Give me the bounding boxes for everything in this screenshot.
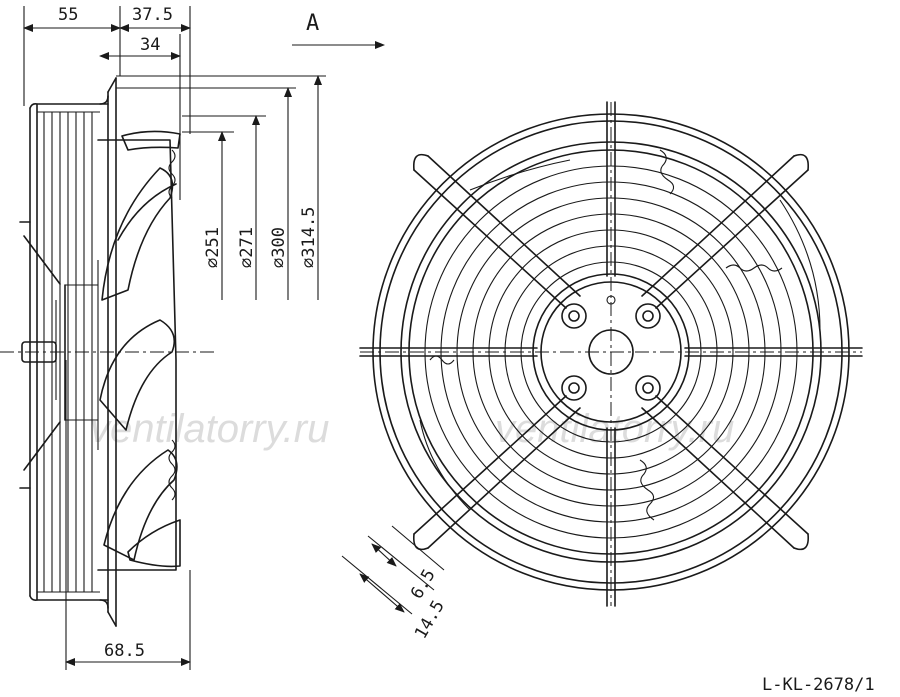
outer-ring — [372, 113, 850, 591]
front-blades — [419, 149, 821, 521]
mounting-bolts — [561, 303, 661, 401]
side-motor-body — [97, 139, 177, 571]
dim-34-label: 34 — [140, 35, 160, 55]
side-flange — [64, 77, 117, 627]
dim-14-5-label: 14.5 — [411, 597, 449, 642]
dim-dia-251-label: ∅251 — [203, 227, 223, 268]
side-guard — [19, 103, 109, 601]
side-view: 55 37.5 34 68.5 ∅251 ∅271 ∅300 ∅314.5 A — [0, 5, 385, 670]
motor-hub-center — [588, 329, 634, 375]
dim-55-label: 55 — [58, 5, 78, 25]
motor-hub-outer — [532, 273, 690, 431]
dim-dia-271-label: ∅271 — [237, 227, 257, 268]
guard-straps — [359, 101, 863, 607]
dim-dia-314-5-label: ∅314.5 — [299, 207, 319, 268]
view-a-label: A — [306, 11, 319, 36]
front-view: 6.5 14.5 — [341, 101, 863, 643]
drawing-code: L-KL-2678/1 — [762, 675, 875, 695]
side-blades — [99, 130, 181, 568]
dim-dia-300-label: ∅300 — [269, 227, 289, 268]
guard-rings — [424, 165, 798, 539]
dim-37-5-label: 37.5 — [132, 5, 173, 25]
dim-68-5-label: 68.5 — [104, 641, 145, 661]
venturi-ring — [400, 141, 822, 563]
